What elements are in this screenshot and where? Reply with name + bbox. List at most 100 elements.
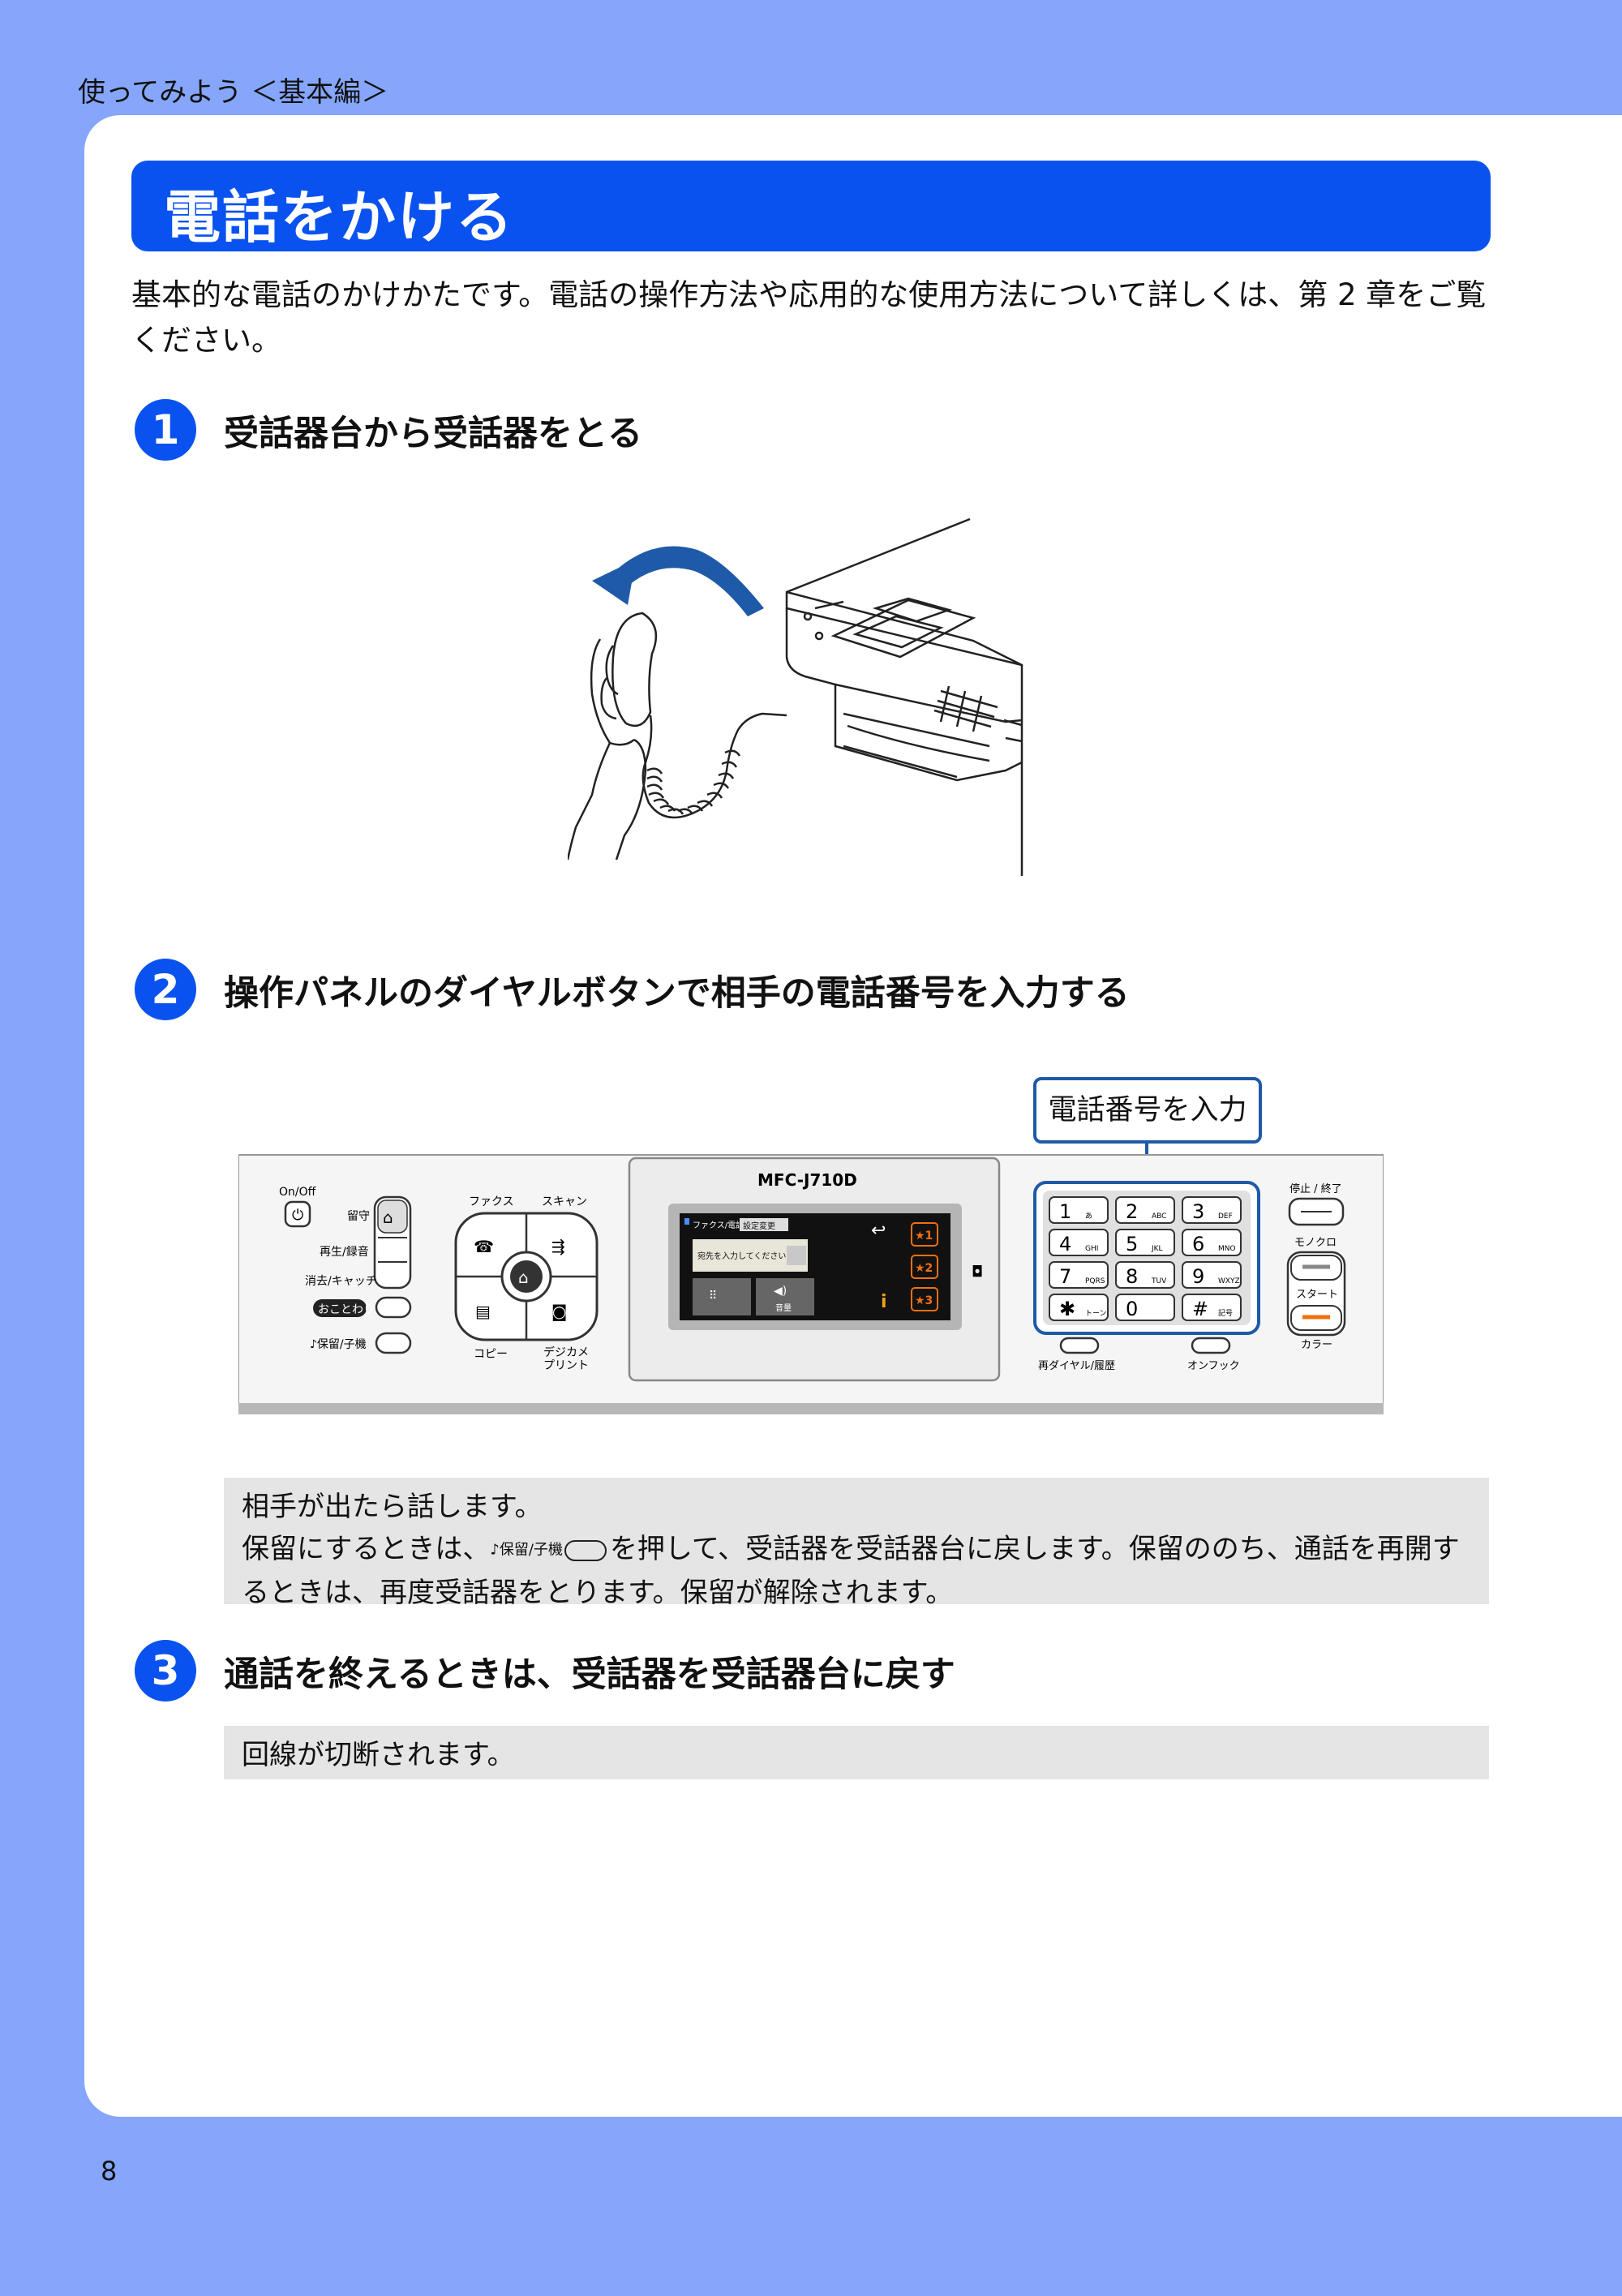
dial-key-digit: 7: [1059, 1265, 1071, 1288]
dial-key-letters: TUV: [1151, 1277, 1167, 1285]
power-icon: ⏻: [292, 1207, 303, 1224]
dial-key[interactable]: ✱ トーン: [1049, 1294, 1109, 1321]
shortcut-1-label: ★1: [915, 1230, 933, 1242]
dial-key-letters: WXYZ: [1218, 1277, 1240, 1285]
dial-key-letters: ABC: [1152, 1212, 1166, 1221]
mono-label: モノクロ: [1294, 1237, 1337, 1249]
dial-key[interactable]: #記号: [1182, 1294, 1242, 1321]
step-title: 操作パネルのダイヤルボタンで相手の電話番号を入力する: [224, 973, 1130, 1014]
dial-key-digit: 2: [1126, 1200, 1138, 1223]
copy-icon[interactable]: ▤: [475, 1302, 491, 1321]
dial-key-digit: 4: [1059, 1233, 1071, 1255]
speaker-icon: ◀): [774, 1285, 787, 1298]
fax-icon[interactable]: ☎: [474, 1237, 494, 1256]
shortcut-2-button[interactable]: [911, 1255, 938, 1279]
lcd-prompt: 宛先を入力してください: [697, 1251, 786, 1261]
step-number: 3: [135, 1640, 196, 1702]
step-number: 2: [135, 959, 196, 1020]
step-title: 通話を終えるときは、受話器を受話器台に戻す: [224, 1654, 955, 1695]
dial-key-digit: 3: [1192, 1200, 1204, 1223]
rusu-button[interactable]: [377, 1199, 408, 1234]
horyu-label: ♪保留/子機: [310, 1338, 367, 1351]
shortcut-3-button[interactable]: [911, 1287, 938, 1311]
keypad-icon: ⠿: [709, 1290, 717, 1302]
horyu-button[interactable]: [375, 1332, 412, 1354]
redial-button[interactable]: [1059, 1337, 1100, 1354]
home-icon: ⌂: [518, 1268, 529, 1287]
header-label: 使ってみよう ＜基本編＞: [78, 76, 389, 109]
horyu-inline-label: ♪保留/子機: [490, 1541, 563, 1559]
lcd-area: MFC-J710D ファクス/電話 設定変更 宛先を入力してください ⠿ ◀) …: [628, 1157, 1001, 1382]
dial-key-letters: あ: [1085, 1212, 1092, 1221]
onhook-label: オンフック: [1187, 1360, 1240, 1372]
okotowari-button[interactable]: [375, 1296, 412, 1319]
dial-key[interactable]: 0: [1115, 1294, 1175, 1321]
dial-key-digit: ✱: [1059, 1298, 1075, 1320]
lcd-speaker-button[interactable]: [756, 1278, 814, 1315]
camera-icon[interactable]: ◙: [551, 1302, 567, 1321]
note-line-2-post: を押して、受話器を受話器台に戻します。保留ののち、通話を再開するときは、再度受話…: [242, 1533, 1460, 1609]
back-icon[interactable]: ↩: [871, 1221, 886, 1241]
redial-label: 再ダイヤル/履歴: [1038, 1360, 1115, 1372]
lcd-tab: ファクス/電話: [693, 1220, 744, 1230]
dial-key-letters: GHI: [1085, 1245, 1098, 1253]
home-phone-icon: ⌂: [383, 1208, 393, 1227]
note-hangup: 回線が切断されます。: [224, 1726, 1489, 1779]
dial-key-digit: 6: [1192, 1233, 1204, 1255]
copy-label: コピー: [474, 1348, 508, 1361]
control-panel-illustration: On/Off ⏻ 留守 ⌂ 再生/録音 消去/キャッチ おことわり ♪保留/子機…: [238, 1140, 1384, 1414]
start-label: スタート: [1296, 1289, 1338, 1301]
rusu-label: 留守: [347, 1210, 370, 1223]
onhook-button[interactable]: [1191, 1337, 1231, 1354]
dial-key-letters: MNO: [1218, 1245, 1236, 1253]
dial-key-digit: 9: [1192, 1265, 1204, 1288]
content-card: [84, 115, 1622, 2117]
dial-key-letters: DEF: [1218, 1212, 1233, 1221]
dial-key-letters: トーン: [1085, 1310, 1107, 1318]
handset-pickup-illustration: [568, 517, 1023, 876]
dial-key-digit: 0: [1126, 1298, 1138, 1320]
dial-key-digit: 8: [1126, 1265, 1138, 1288]
title-bar: 電話をかける: [131, 161, 1491, 251]
shortcut-3-label: ★3: [915, 1294, 933, 1307]
stop-label: 停止 / 終了: [1289, 1182, 1342, 1195]
dial-key-letters: 記号: [1218, 1308, 1233, 1318]
shortcut-2-label: ★2: [915, 1262, 933, 1275]
okotowari-label: おことわり: [318, 1303, 375, 1316]
info-icon[interactable]: i: [881, 1292, 887, 1312]
dial-key-digit: 5: [1126, 1233, 1138, 1255]
note-line-1: 相手が出たら話します。: [242, 1491, 543, 1523]
dial-key-digit: 1: [1059, 1200, 1071, 1223]
print-label: プリント: [543, 1359, 589, 1372]
lcd-settings-button[interactable]: 設定変更: [743, 1221, 775, 1231]
saisei-label: 再生/録音: [320, 1245, 369, 1259]
page-number: 8: [101, 2156, 118, 2187]
digicame-label: デジカメ: [543, 1345, 589, 1359]
power-button[interactable]: [284, 1200, 311, 1228]
scan-icon[interactable]: ⇶: [551, 1237, 565, 1256]
step-number: 1: [135, 399, 196, 461]
lcd-keypad-button[interactable]: [693, 1278, 751, 1315]
note-line-2-pre: 保留にするときは、: [242, 1533, 491, 1565]
scan-label: スキャン: [542, 1195, 587, 1208]
dial-key-letters: PQRS: [1085, 1277, 1105, 1285]
shokyo-label: 消去/キャッチ: [305, 1275, 377, 1288]
shortcut-1-button[interactable]: [911, 1222, 938, 1247]
start-stop-buttons: 停止 / 終了 モノクロ スタート カラー: [1286, 1182, 1346, 1351]
horyu-inline-button-icon: [564, 1539, 607, 1561]
intro-text: 基本的な電話のかけかたです。電話の操作方法や応用的な使用方法について詳しくは、第…: [131, 277, 1487, 358]
note-after-dial: 相手が出たら話します。 保留にするときは、♪保留/子機を押して、受話器を受話器台…: [224, 1478, 1489, 1609]
model-name: MFC-J710D: [757, 1170, 857, 1190]
color-label: カラー: [1301, 1339, 1332, 1351]
callout-enter-number: 電話番号を入力: [1033, 1077, 1262, 1144]
dial-key-letters: JKL: [1151, 1245, 1163, 1253]
